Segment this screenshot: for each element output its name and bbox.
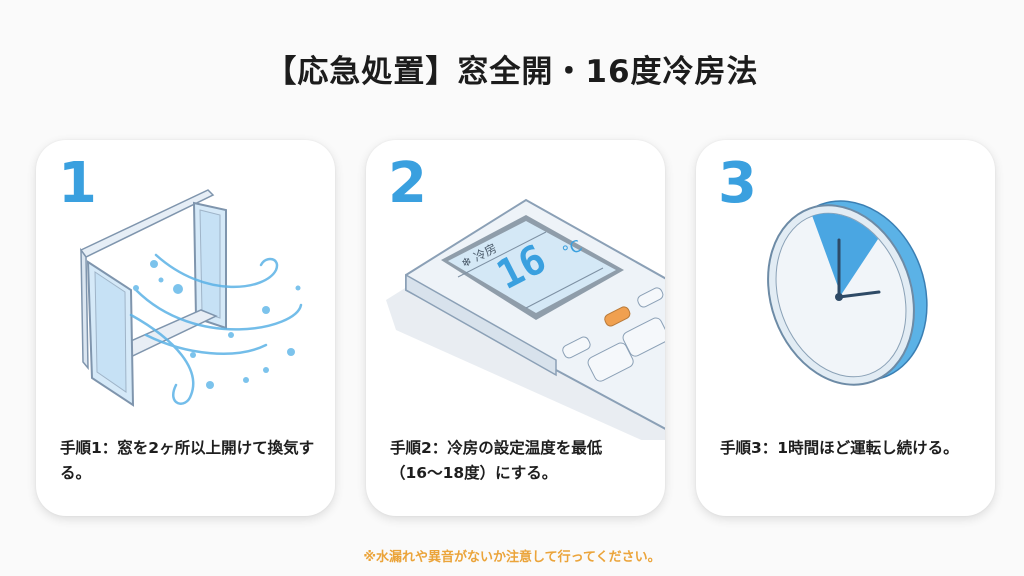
clock-icon: [767, 200, 928, 386]
remote-control-icon: ❄ 冷房 16 °C: [386, 198, 665, 440]
step-description: 手順1：窓を2ヶ所以上開けて換気する。: [60, 439, 315, 482]
open-window-icon: [79, 189, 303, 407]
step-description: 手順3：1時間ほど運転し続ける。: [720, 439, 959, 457]
step-card-1: 1 手順1：窓を2ヶ所以上開けて換気する。: [36, 140, 335, 516]
step-number: 2: [388, 151, 427, 216]
step-number: 1: [58, 151, 97, 216]
step-number: 3: [718, 151, 757, 216]
step-card-2: ❄ 冷房 16 °C 2 手順2：冷房の設定温度を最低（16〜18度）にする。: [366, 140, 665, 516]
step-description: 手順2：冷房の設定温度を最低（16〜18度）にする。: [390, 439, 603, 482]
step-card-3: 3 手順3：1時間ほど運転し続ける。: [696, 140, 995, 516]
page-title: 【応急処置】窓全開・16度冷房法: [265, 54, 759, 90]
caution-note: ※水漏れや異音がないか注意して行ってください。: [363, 550, 661, 565]
